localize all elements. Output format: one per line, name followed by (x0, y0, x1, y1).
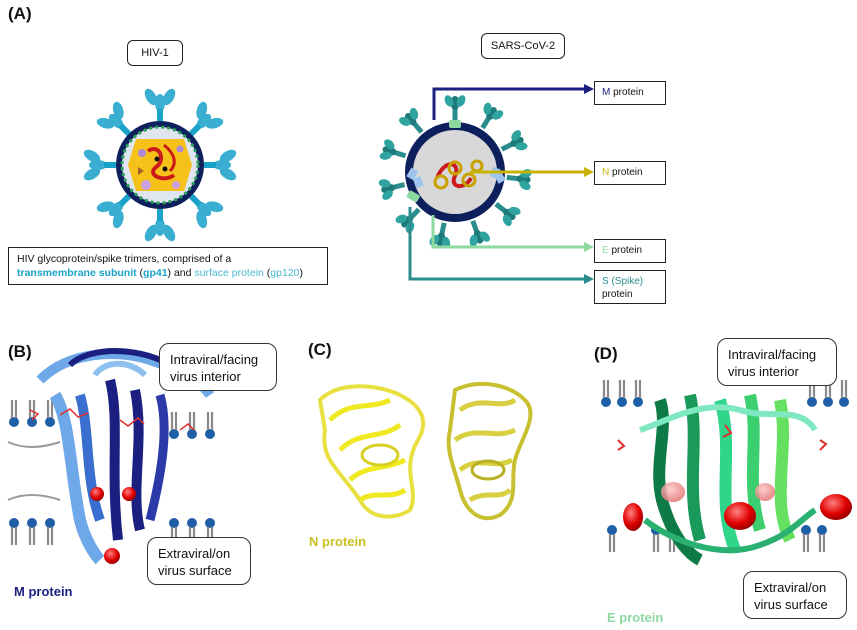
m-letter: M (602, 87, 611, 98)
hiv-name: HIV-1 (141, 47, 169, 59)
b-extraviral-box: Extraviral/on virus surface (147, 537, 251, 585)
hiv-legend-gp120: gp120 (270, 267, 300, 280)
d-intraviral-box: Intraviral/facing virus interior (717, 338, 837, 386)
membrane-left (7, 398, 61, 547)
s-protein-label: S (Spike) protein (594, 270, 666, 304)
hiv-virion (81, 86, 239, 244)
n-arrow (470, 167, 594, 177)
e-letter: E (602, 245, 609, 256)
panel-label-c: (C) (308, 340, 332, 359)
sars-name-box: SARS-CoV-2 (481, 33, 565, 59)
n-rest: protein (609, 167, 643, 178)
n-protein-structure (317, 381, 533, 521)
hiv-legend-surface: surface protein (194, 267, 264, 280)
e-arrow (431, 215, 594, 252)
hiv-legend-gp41: gp41 (143, 267, 168, 280)
s-arrow (408, 207, 594, 284)
m-rest: protein (610, 87, 644, 98)
e-protein-structure (599, 378, 852, 566)
d-extraviral-box: Extraviral/on virus surface (743, 571, 847, 619)
m-protein-label: M protein (594, 81, 666, 105)
hiv-legend-paren-open-2: ( (263, 267, 271, 280)
n-protein-label: N protein (594, 161, 666, 185)
sars-name: SARS-CoV-2 (490, 40, 556, 52)
d-caption: E protein (607, 610, 664, 625)
b-caption: M protein (14, 584, 73, 599)
panel-label-b: (B) (8, 342, 32, 361)
c-caption: N protein (309, 534, 367, 549)
s-letter: S (Spike) (602, 276, 644, 287)
hiv-name-box: HIV-1 (127, 40, 183, 66)
hiv-legend-paren-close: ) (299, 267, 304, 280)
e-rest: protein (608, 245, 643, 256)
n-letter: N (602, 167, 610, 178)
panel-label-d: (D) (594, 344, 618, 363)
hiv-legend-box: HIV glycoprotein/spike trimers, comprise… (8, 247, 328, 285)
m-arrow (432, 84, 594, 120)
hiv-legend-mid: ) and (167, 267, 195, 280)
membrane-right (167, 410, 217, 547)
b-intraviral-box: Intraviral/facing virus interior (159, 343, 277, 391)
hiv-legend-line2: transmembrane subunit (gp41) and surface… (17, 266, 319, 280)
s-rest: protein (602, 288, 633, 300)
e-protein-label: E protein (594, 239, 666, 263)
sars-virion (376, 93, 534, 251)
hiv-legend-line1: HIV glycoprotein/spike trimers, comprise… (17, 253, 232, 265)
panel-label-a: (A) (8, 4, 32, 23)
hiv-legend-tm: transmembrane subunit (17, 267, 137, 280)
hiv-legend-paren-open: ( (136, 267, 144, 280)
membrane-d-top-left (599, 378, 645, 409)
